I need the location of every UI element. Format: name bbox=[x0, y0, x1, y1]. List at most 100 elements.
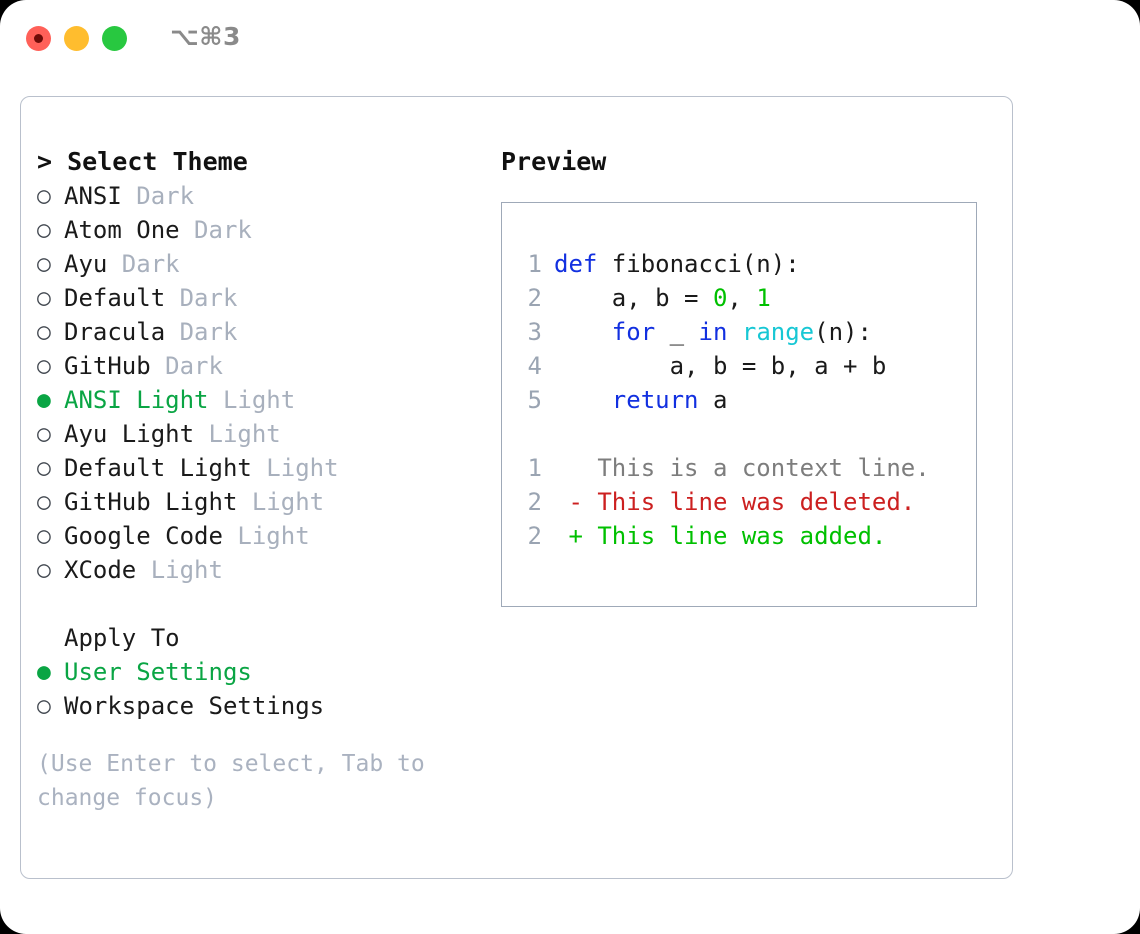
window-titlebar: ⌥⌘3 bbox=[0, 0, 1140, 78]
code-line-number: 5 bbox=[527, 386, 542, 414]
radio-unselected-icon: ○ bbox=[37, 421, 51, 447]
theme-option-xcode[interactable]: ○XCode Light bbox=[37, 553, 487, 587]
theme-option-label: Google Code bbox=[64, 522, 223, 550]
window-shortcut-label: ⌥⌘3 bbox=[170, 22, 241, 51]
radio-unselected-icon: ○ bbox=[37, 251, 51, 277]
theme-option-variant: Dark bbox=[107, 250, 180, 278]
diff-marker bbox=[554, 454, 583, 482]
diff-line: 1 This is a context line. bbox=[514, 451, 976, 485]
diff-line-text: This is a context line. bbox=[582, 454, 930, 482]
code-token: 1 bbox=[756, 284, 771, 312]
code-token: fibonacci(n): bbox=[597, 250, 800, 278]
minimize-button[interactable] bbox=[64, 26, 89, 51]
maximize-button[interactable] bbox=[102, 26, 127, 51]
theme-list-column: > Select Theme ○ANSI Dark○Atom One Dark○… bbox=[37, 145, 487, 815]
theme-option-variant: Light bbox=[194, 420, 281, 448]
theme-option-variant: Light bbox=[222, 522, 310, 550]
diff-line: 2 + This line was added. bbox=[514, 519, 976, 553]
radio-unselected-icon: ○ bbox=[37, 183, 51, 209]
code-token: return bbox=[611, 386, 699, 414]
theme-option-variant: Light bbox=[136, 556, 223, 584]
radio-selected-icon: ● bbox=[37, 659, 51, 685]
theme-option-label: Ayu Light bbox=[64, 420, 195, 448]
theme-option-atom-one[interactable]: ○Atom One Dark bbox=[37, 213, 487, 247]
theme-option-label: ANSI Light bbox=[64, 386, 209, 414]
select-theme-heading-label: Select Theme bbox=[67, 147, 248, 176]
diff-line-number: 1 bbox=[527, 454, 542, 482]
code-token: _ bbox=[655, 318, 699, 346]
theme-option-ayu[interactable]: ○ Ayu Dark bbox=[37, 247, 487, 281]
radio-unselected-icon: ○ bbox=[37, 523, 51, 549]
theme-option-variant: Light bbox=[251, 454, 339, 482]
code-line-number: 3 bbox=[527, 318, 542, 346]
apply-to-option-label: User Settings bbox=[64, 658, 252, 686]
theme-option-ansi[interactable]: ○ ANSI Dark bbox=[37, 179, 487, 213]
apply-to-heading: Apply To bbox=[64, 624, 180, 652]
apply-to-option-workspace-settings[interactable]: ○Workspace Settings bbox=[37, 689, 487, 723]
code-line-number: 2 bbox=[527, 284, 542, 312]
theme-option-label: Default Light bbox=[64, 454, 252, 482]
theme-option-label: Default bbox=[64, 284, 166, 312]
code-token: 0 bbox=[712, 284, 728, 312]
diff-line-number: 2 bbox=[527, 522, 542, 550]
traffic-light-buttons bbox=[26, 26, 127, 51]
theme-option-ansi-light[interactable]: ●ANSI Light Light bbox=[37, 383, 487, 417]
theme-option-label: XCode bbox=[64, 556, 137, 584]
code-token bbox=[554, 318, 612, 346]
theme-option-default[interactable]: ○ Default Dark bbox=[37, 281, 487, 315]
apply-to-options-list: ● User Settings ○Workspace Settings bbox=[37, 655, 487, 723]
diff-line-text: This line was deleted. bbox=[582, 488, 916, 516]
code-line: 1 def fibonacci(n): bbox=[514, 247, 976, 281]
radio-unselected-icon: ○ bbox=[37, 353, 51, 379]
code-line-number: 4 bbox=[527, 352, 542, 380]
theme-option-label: GitHub Light bbox=[64, 488, 238, 516]
code-token: a, b = bbox=[554, 284, 713, 312]
apply-to-option-user-settings[interactable]: ● User Settings bbox=[37, 655, 487, 689]
diff-marker: + bbox=[554, 522, 583, 550]
theme-option-label: ANSI bbox=[64, 182, 122, 210]
code-token: (n): bbox=[814, 318, 872, 346]
code-token bbox=[727, 318, 741, 346]
theme-option-ayu-light[interactable]: ○ Ayu Light Light bbox=[37, 417, 487, 451]
preview-gap bbox=[514, 417, 976, 451]
diff-marker: - bbox=[554, 488, 583, 516]
theme-option-google-code[interactable]: ○ Google Code Light bbox=[37, 519, 487, 553]
theme-option-variant: Dark bbox=[150, 352, 223, 380]
preview-heading: Preview bbox=[501, 147, 607, 176]
code-line: 5 return a bbox=[514, 383, 976, 417]
code-token: def bbox=[554, 250, 598, 278]
radio-unselected-icon: ○ bbox=[37, 285, 51, 311]
theme-option-label: Dracula bbox=[64, 318, 166, 346]
code-token: for bbox=[611, 318, 656, 346]
theme-option-variant: Dark bbox=[165, 284, 238, 312]
radio-unselected-icon: ○ bbox=[37, 489, 51, 515]
code-line: 3 for _ in range(n): bbox=[514, 315, 976, 349]
radio-unselected-icon: ○ bbox=[37, 455, 51, 481]
theme-option-default-light[interactable]: ○ Default Light Light bbox=[37, 451, 487, 485]
radio-unselected-icon: ○ bbox=[37, 693, 51, 719]
theme-option-github-light[interactable]: ○GitHub Light Light bbox=[37, 485, 487, 519]
theme-option-variant: Light bbox=[208, 386, 296, 414]
code-token: in bbox=[698, 318, 728, 346]
theme-picker-panel: > Select Theme ○ANSI Dark○Atom One Dark○… bbox=[20, 96, 1013, 879]
diff-line-number: 2 bbox=[527, 488, 542, 516]
theme-option-github[interactable]: ○ GitHub Dark bbox=[37, 349, 487, 383]
code-token: , bbox=[727, 284, 757, 312]
diff-line-text: This line was added. bbox=[582, 522, 887, 550]
code-token: a, b = b, a + b bbox=[554, 352, 887, 380]
theme-option-dracula[interactable]: ○Dracula Dark bbox=[37, 315, 487, 349]
code-token: a bbox=[698, 386, 728, 414]
code-line: 2 a, b = 0, 1 bbox=[514, 281, 976, 315]
theme-option-variant: Dark bbox=[121, 182, 195, 210]
code-token bbox=[554, 386, 612, 414]
radio-unselected-icon: ○ bbox=[37, 319, 51, 345]
code-line-number: 1 bbox=[527, 250, 542, 278]
theme-option-label: Ayu bbox=[64, 250, 108, 278]
close-button[interactable] bbox=[26, 26, 51, 51]
diff-preview-block: 1 This is a context line. 2 - This line w… bbox=[514, 451, 976, 553]
theme-option-label: GitHub bbox=[64, 352, 151, 380]
